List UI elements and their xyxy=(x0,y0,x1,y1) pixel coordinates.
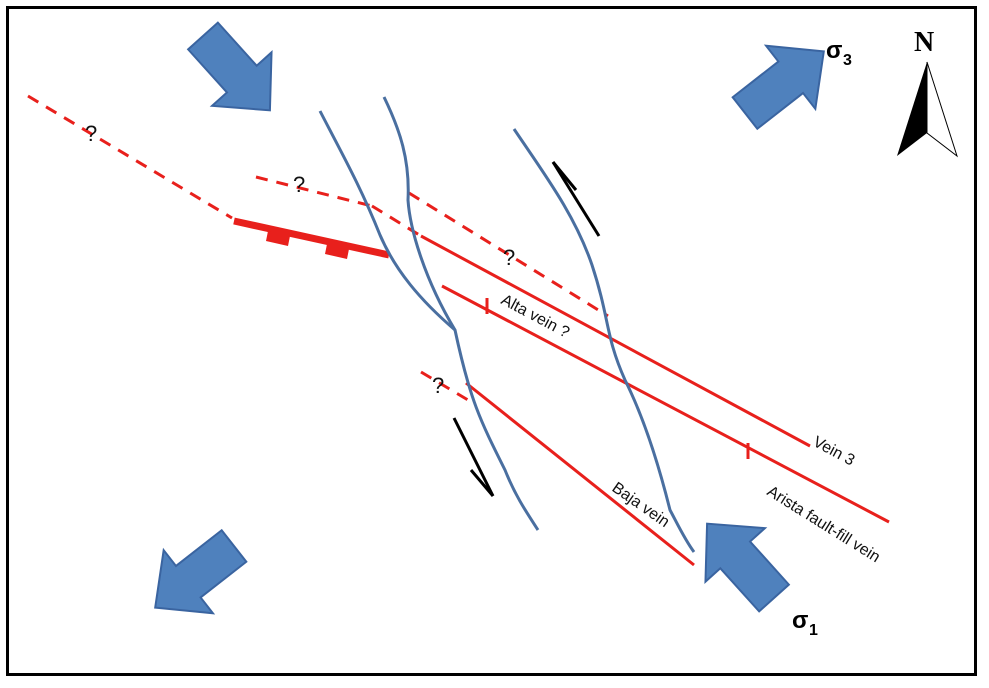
svg-text:N: N xyxy=(914,27,934,58)
baja-vein-line xyxy=(465,381,695,567)
svg-text:1: 1 xyxy=(809,622,818,639)
thrust-tooth xyxy=(266,231,290,246)
fault-east xyxy=(512,128,696,553)
vein-lines xyxy=(420,234,890,567)
question-mark: ? xyxy=(85,121,97,146)
stress-arrow-sw-icon xyxy=(129,513,260,641)
svg-text:σ: σ xyxy=(826,37,842,64)
svg-text:σ: σ xyxy=(792,607,808,634)
label-vein-3: Vein 3 xyxy=(810,434,857,470)
shear-arrow-lower-icon xyxy=(452,417,495,497)
question-mark: ? xyxy=(293,172,305,197)
stress-arrow-se-icon xyxy=(676,495,805,626)
arista-vein-line xyxy=(441,284,890,524)
north-arrow-icon: N xyxy=(897,27,958,158)
vein-3-line xyxy=(420,234,811,448)
thrust-tooth xyxy=(325,244,349,259)
sigma-3-label: σ 3 xyxy=(826,37,852,69)
label-arista-vein: Arista fault-fill vein xyxy=(764,483,883,566)
fault-central xyxy=(382,96,457,331)
question-mark: ? xyxy=(432,373,444,398)
vein-ticks xyxy=(485,298,750,459)
fault-lines xyxy=(318,96,696,553)
question-mark: ? xyxy=(503,245,515,270)
thrust-fault xyxy=(233,217,390,259)
svg-text:3: 3 xyxy=(843,52,852,69)
sigma-1-label: σ 1 xyxy=(792,607,818,639)
shear-arrow-upper-icon xyxy=(551,161,601,237)
stress-arrow-nw-icon xyxy=(172,8,301,139)
